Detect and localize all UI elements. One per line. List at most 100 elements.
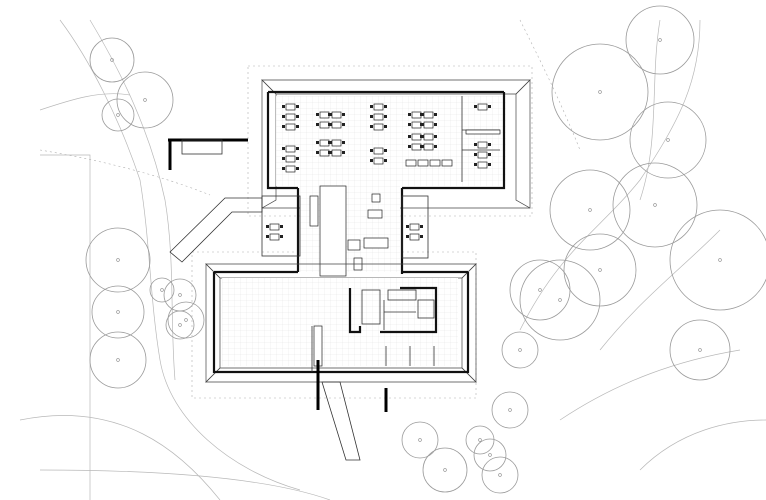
chair-icon bbox=[406, 225, 409, 228]
tree-canopy-icon bbox=[473, 438, 507, 472]
desk-icon bbox=[269, 233, 280, 241]
chair-icon bbox=[328, 113, 331, 116]
tree-canopy-icon bbox=[509, 259, 571, 321]
upper-building bbox=[261, 79, 531, 274]
tree-trunk-icon bbox=[116, 310, 120, 314]
chair-icon bbox=[296, 105, 299, 108]
desk-icon bbox=[319, 149, 330, 157]
chair-icon bbox=[316, 123, 319, 126]
tree-canopy-icon bbox=[167, 301, 205, 339]
chair-icon bbox=[282, 115, 285, 118]
desk-icon bbox=[411, 143, 422, 151]
chair-icon bbox=[420, 235, 423, 238]
chair-icon bbox=[266, 235, 269, 238]
chair-icon bbox=[422, 113, 425, 116]
desk-icon bbox=[423, 111, 434, 119]
tree-trunk-icon bbox=[160, 288, 164, 292]
tree-canopy-icon bbox=[89, 331, 147, 389]
chair-icon bbox=[266, 225, 269, 228]
desk-icon bbox=[477, 103, 488, 111]
desk-icon bbox=[477, 151, 488, 159]
chair-icon bbox=[420, 145, 423, 148]
chair-icon bbox=[408, 123, 411, 126]
tree-trunk-icon bbox=[110, 58, 114, 62]
chair-icon bbox=[420, 113, 423, 116]
tree-canopy-icon bbox=[669, 209, 766, 311]
tree-trunk-icon bbox=[488, 453, 492, 457]
chair-icon bbox=[328, 141, 331, 144]
chair-icon bbox=[330, 151, 333, 154]
chair-icon bbox=[316, 113, 319, 116]
tree-trunk-icon bbox=[116, 113, 120, 117]
chair-icon bbox=[408, 135, 411, 138]
chair-icon bbox=[474, 105, 477, 108]
tree-canopy-icon bbox=[89, 37, 135, 83]
tree-trunk-icon bbox=[653, 203, 657, 207]
chair-icon bbox=[370, 149, 373, 152]
desk-icon bbox=[331, 139, 342, 147]
chair-icon bbox=[420, 225, 423, 228]
tree-trunk-icon bbox=[478, 438, 482, 442]
chair-icon bbox=[280, 235, 283, 238]
tree-trunk-icon bbox=[443, 468, 447, 472]
tree-canopy-icon bbox=[91, 285, 145, 339]
desk-icon bbox=[429, 159, 441, 167]
chair-icon bbox=[328, 151, 331, 154]
chair-icon bbox=[474, 163, 477, 166]
tree-trunk-icon bbox=[178, 323, 182, 327]
chair-icon bbox=[282, 167, 285, 170]
desk-icon bbox=[423, 143, 434, 151]
desk-icon bbox=[285, 123, 296, 131]
canopy bbox=[168, 138, 248, 170]
desk-icon bbox=[409, 233, 420, 241]
chair-icon bbox=[384, 115, 387, 118]
chair-icon bbox=[370, 159, 373, 162]
tree-trunk-icon bbox=[143, 98, 147, 102]
desk-icon bbox=[423, 121, 434, 129]
chair-icon bbox=[342, 113, 345, 116]
tree-canopy-icon bbox=[165, 310, 195, 340]
chair-icon bbox=[434, 145, 437, 148]
chair-icon bbox=[434, 135, 437, 138]
desk-icon bbox=[319, 121, 330, 129]
chair-icon bbox=[316, 151, 319, 154]
chair-icon bbox=[342, 141, 345, 144]
tree-canopy-icon bbox=[612, 162, 698, 248]
tree-canopy-icon bbox=[549, 169, 631, 251]
desk-icon bbox=[319, 139, 330, 147]
tree-trunk-icon bbox=[116, 258, 120, 262]
desk-icon bbox=[441, 159, 453, 167]
tree-trunk-icon bbox=[178, 293, 182, 297]
chair-icon bbox=[406, 235, 409, 238]
desk-icon bbox=[411, 133, 422, 141]
tree-trunk-icon bbox=[698, 348, 702, 352]
chair-icon bbox=[384, 159, 387, 162]
tree-trunk-icon bbox=[498, 473, 502, 477]
chair-icon bbox=[282, 125, 285, 128]
desk-icon bbox=[269, 223, 280, 231]
tree-canopy-icon bbox=[101, 98, 135, 132]
tree-trunk-icon bbox=[666, 138, 670, 142]
desk-icon bbox=[477, 161, 488, 169]
chair-icon bbox=[328, 123, 331, 126]
tree-canopy-icon bbox=[422, 447, 468, 493]
chair-icon bbox=[420, 123, 423, 126]
chair-icon bbox=[296, 115, 299, 118]
tree-canopy-icon bbox=[401, 421, 439, 459]
desk-icon bbox=[477, 141, 488, 149]
chair-icon bbox=[488, 153, 491, 156]
desk-icon bbox=[373, 157, 384, 165]
tree-canopy-icon bbox=[465, 425, 495, 455]
desk-icon bbox=[331, 121, 342, 129]
chair-icon bbox=[474, 143, 477, 146]
chair-icon bbox=[384, 149, 387, 152]
tree-canopy-icon bbox=[563, 233, 637, 307]
desk-icon bbox=[405, 159, 417, 167]
tree-canopy-icon bbox=[149, 277, 175, 303]
tree-trunk-icon bbox=[598, 268, 602, 272]
chair-icon bbox=[296, 147, 299, 150]
chair-icon bbox=[342, 123, 345, 126]
tree-canopy-icon bbox=[116, 71, 174, 129]
tree-trunk-icon bbox=[418, 438, 422, 442]
